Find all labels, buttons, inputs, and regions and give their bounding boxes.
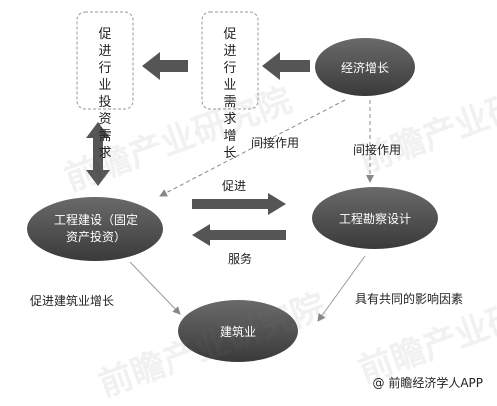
engineering-survey-design-label: 工程勘察设计 bbox=[338, 212, 411, 226]
service-label: 服务 bbox=[228, 252, 253, 266]
arrow-construction-to-industry bbox=[129, 261, 181, 315]
engineering-survey-design-node bbox=[312, 187, 438, 249]
engineering-construction-label: 工程建设（固定资产投资） bbox=[53, 213, 138, 244]
promote-label: 促进 bbox=[222, 179, 247, 193]
investment-demand-label: 促进行业投资需求 bbox=[98, 27, 112, 161]
construction-industry-node bbox=[178, 300, 298, 362]
indirect-effect-label-right: 间接作用 bbox=[353, 143, 402, 157]
arrow-promote bbox=[192, 193, 286, 215]
industry-demand-growth-box bbox=[201, 11, 259, 110]
economic-growth-node bbox=[315, 38, 415, 96]
economic-growth-label: 经济增长 bbox=[340, 61, 389, 75]
investment-demand-box bbox=[76, 11, 134, 110]
double-arrow-vertical bbox=[86, 122, 110, 186]
arrow-service bbox=[192, 224, 286, 246]
arrow-demand-to-investment bbox=[142, 52, 188, 80]
common-factors-label: 具有共同的影响因素 bbox=[355, 292, 464, 306]
indirect-effect-label-left: 间接作用 bbox=[251, 136, 300, 150]
source-credit: @ 前瞻经济学人APP bbox=[372, 376, 484, 390]
industry-demand-growth-label: 促进行业需求增长 bbox=[223, 27, 237, 161]
arrow-survey-to-industry bbox=[317, 255, 366, 322]
arrow-growth-to-demand bbox=[262, 52, 310, 80]
engineering-construction-node bbox=[27, 197, 163, 261]
construction-industry-label: 建筑业 bbox=[219, 325, 256, 339]
promote-construction-growth-label: 促进建筑业增长 bbox=[30, 294, 115, 308]
